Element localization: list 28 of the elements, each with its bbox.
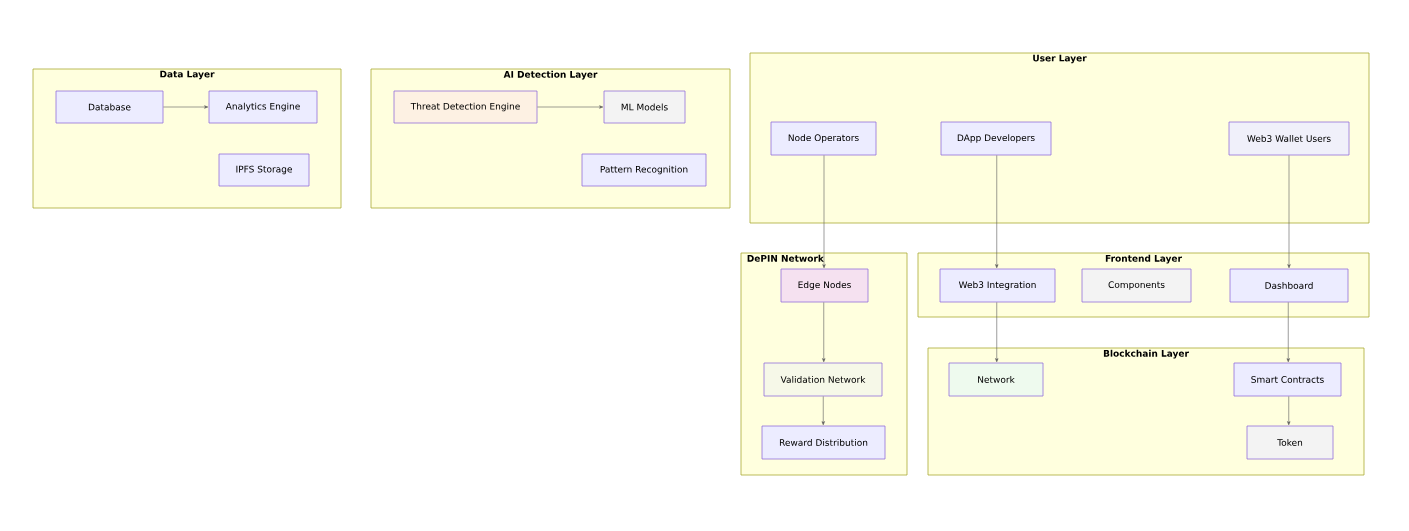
process-box: Network bbox=[948, 362, 1044, 397]
process-box: Token bbox=[1246, 425, 1334, 460]
process-box: Dashboard bbox=[1229, 268, 1349, 303]
process-box: Edge Nodes bbox=[780, 268, 869, 303]
process-box: DApp Developers bbox=[940, 121, 1052, 156]
arrow bbox=[1287, 396, 1291, 426]
arrow bbox=[995, 302, 999, 363]
process-box: Reward Distribution bbox=[761, 425, 886, 460]
process-box: Analytics Engine bbox=[208, 90, 318, 124]
arrow bbox=[163, 105, 209, 109]
arrow bbox=[822, 302, 826, 363]
process-box: IPFS Storage bbox=[218, 153, 310, 187]
arrow bbox=[1286, 302, 1290, 363]
arrow bbox=[995, 155, 999, 269]
process-box: Threat Detection Engine bbox=[393, 90, 538, 124]
process-box: Node Operators bbox=[770, 121, 877, 156]
arrow bbox=[1287, 155, 1291, 269]
process-box: Components bbox=[1081, 268, 1192, 303]
arrow bbox=[537, 105, 604, 109]
process-box: ML Models bbox=[603, 90, 686, 124]
process-box: Validation Network bbox=[763, 362, 883, 397]
process-box: Web3 Wallet Users bbox=[1228, 121, 1350, 156]
process-box: Web3 Integration bbox=[939, 268, 1056, 303]
arrow bbox=[822, 155, 826, 269]
process-box: Smart Contracts bbox=[1233, 362, 1342, 397]
arrow bbox=[821, 396, 825, 426]
process-box: Database bbox=[55, 90, 164, 124]
process-box: Pattern Recognition bbox=[581, 153, 707, 187]
